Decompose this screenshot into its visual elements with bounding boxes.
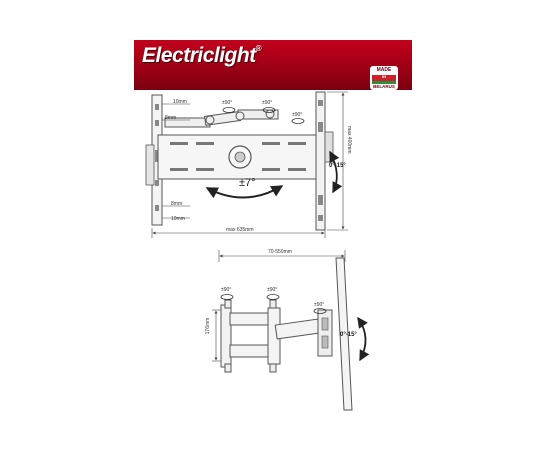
- badge-made-label: MADE: [376, 67, 392, 73]
- tilt-range-label-side: 0°-15°: [340, 332, 357, 338]
- brand-banner: Electriclight®: [134, 40, 412, 90]
- arm-height-label: 176mm: [205, 318, 211, 335]
- badge-country-label: BELARUS: [373, 84, 395, 89]
- badge-flag-green: [372, 81, 396, 84]
- brand-name: Electriclight: [142, 44, 256, 67]
- side-view: 70-550mm 176mm ±90° ±90° ±90° 0°-15°: [205, 249, 370, 411]
- tilt-range-label-front: 0°-15°: [329, 163, 346, 169]
- rotation-label: ±7°: [239, 177, 256, 189]
- registered-mark: ®: [255, 44, 262, 53]
- extension-label: 70-550mm: [268, 249, 292, 255]
- dim-10mm-top: 10mm: [173, 99, 187, 105]
- brand-logo: Electriclight®: [142, 44, 262, 68]
- swivel-label-right: ±90°: [314, 302, 324, 308]
- tilt-label-left: ±90°: [222, 100, 232, 106]
- front-view: 10mm 8mm 8mm 10mm ±90° ±90° ±90° ±7° max…: [145, 91, 352, 238]
- dim-8mm-top: 8mm: [165, 115, 176, 121]
- height-label: max 400mm: [346, 126, 352, 154]
- badge-in-label: IN: [382, 74, 386, 79]
- tilt-label-right: ±90°: [292, 112, 302, 118]
- swivel-label-mid: ±90°: [267, 287, 277, 293]
- swivel-label-left: ±90°: [221, 287, 231, 293]
- dim-10mm-bottom: 10mm: [171, 216, 185, 222]
- tilt-label-mid: ±90°: [262, 100, 272, 106]
- badge-flag-red: [372, 75, 396, 81]
- made-in-belarus-badge: MADE IN BELARUS: [370, 66, 398, 90]
- dim-8mm-bottom: 8mm: [171, 201, 182, 207]
- width-label: max 635mm: [226, 227, 254, 233]
